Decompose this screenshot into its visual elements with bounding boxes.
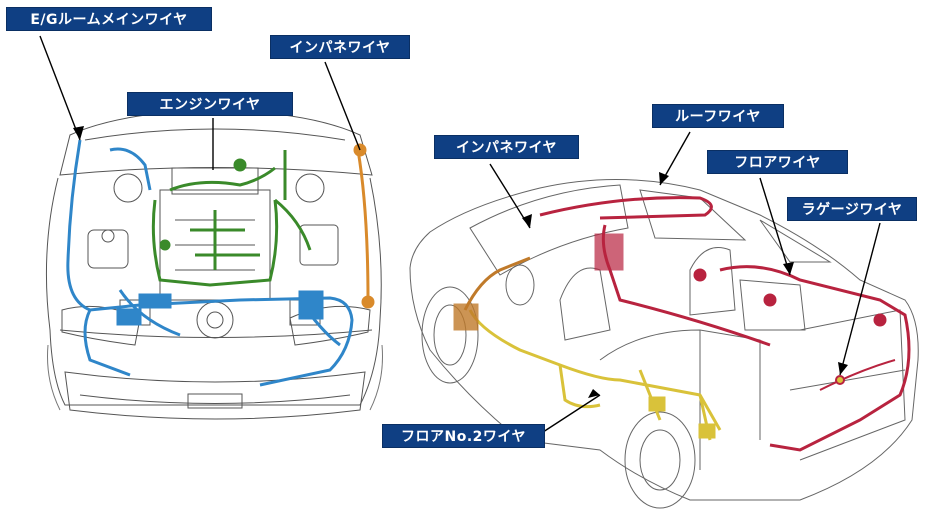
label-eg-room-main-wire: E/Gルームメインワイヤ [6,7,212,31]
label-instpanel-wire-car: インパネワイヤ [434,135,579,159]
label-floor-wire: フロアワイヤ [707,150,848,174]
luggage-wire [819,359,896,391]
label-engine-wire: エンジンワイヤ [127,92,293,116]
instpanel-wire-car [453,256,531,331]
label-instpanel-wire-front: インパネワイヤ [270,35,410,59]
label-roof-wire: ルーフワイヤ [652,104,784,128]
car-body-drawing [409,178,919,509]
floor-no2-wire [468,309,722,441]
label-luggage-wire: ラゲージワイヤ [787,197,917,221]
eg-room-main-wire [66,139,354,387]
instpanel-wire-front [353,143,375,309]
engine-wire [151,150,312,287]
label-floor-no2-wire: フロアNo.2ワイヤ [382,424,545,448]
roof-wire [539,196,911,452]
leader-arrowheads [73,126,848,398]
